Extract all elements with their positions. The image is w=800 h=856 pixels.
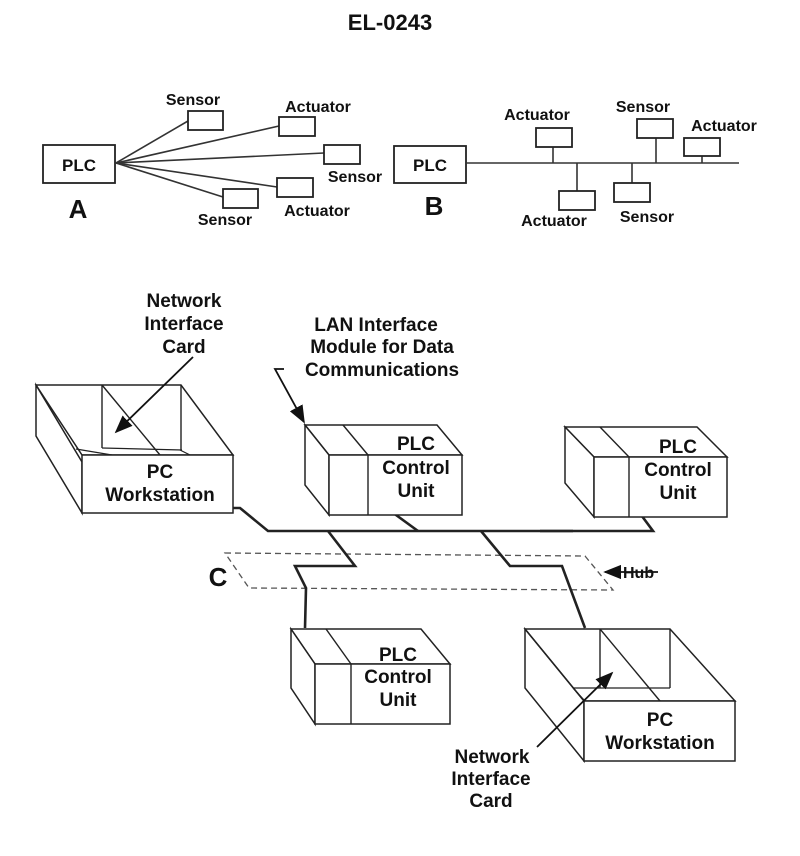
device-label-a1: Sensor bbox=[166, 92, 220, 109]
device-box-b4 bbox=[558, 190, 596, 211]
pc-workstation-top: PC Workstation bbox=[34, 382, 235, 516]
plc-box-b bbox=[393, 145, 467, 184]
device-box-b3 bbox=[683, 137, 721, 157]
device-box-a5 bbox=[222, 188, 259, 209]
device-box-b1 bbox=[535, 127, 573, 148]
diagram-c-lan: C Hub PC Workstation Network Interface C… bbox=[34, 291, 737, 812]
plc-bottom-label-2: Control bbox=[364, 667, 432, 688]
nic-label-bottom-1: Network bbox=[455, 747, 530, 768]
plc-box-a bbox=[42, 144, 116, 184]
nic-label-top-1: Network bbox=[147, 291, 222, 312]
hub-label: Hub bbox=[623, 565, 654, 582]
plc-bottom-label-1: PLC bbox=[379, 645, 417, 666]
plc-center-label-2: Control bbox=[382, 458, 450, 479]
lan-arrow bbox=[273, 368, 305, 424]
diagram-b-bus: PLC B Actuator Sensor Actuator Actuator … bbox=[393, 99, 757, 230]
device-box-a4 bbox=[276, 177, 314, 198]
wire-a3 bbox=[115, 152, 325, 164]
plc-right-label-3: Unit bbox=[660, 483, 698, 504]
device-box-b5 bbox=[613, 182, 651, 203]
nic-label-bottom-2: Interface bbox=[451, 769, 530, 790]
cable-plc-bottom bbox=[292, 530, 358, 629]
pc-bottom-label-2: Workstation bbox=[605, 733, 714, 754]
diagram-b-label: B bbox=[425, 191, 444, 221]
nic-arrow-top bbox=[114, 356, 194, 434]
lan-label-1: LAN Interface bbox=[314, 315, 438, 336]
plc-bottom-label-3: Unit bbox=[380, 690, 418, 711]
plc-right-label-2: Control bbox=[644, 460, 712, 481]
nic-arrow-bottom bbox=[536, 671, 614, 748]
plc-center-label-3: Unit bbox=[398, 481, 436, 502]
device-box-a2 bbox=[278, 116, 316, 137]
device-box-b2 bbox=[636, 118, 674, 139]
device-label-a4: Actuator bbox=[284, 203, 350, 220]
hub-outline bbox=[223, 552, 615, 591]
device-box-a3 bbox=[323, 144, 361, 165]
wire-a1 bbox=[115, 120, 189, 164]
device-label-b1: Actuator bbox=[504, 107, 570, 124]
device-label-a2: Actuator bbox=[285, 99, 351, 116]
device-label-b5: Sensor bbox=[620, 209, 674, 226]
lan-label-2: Module for Data bbox=[310, 337, 454, 358]
nic-label-top-3: Card bbox=[162, 337, 205, 358]
plc-right-label-1: PLC bbox=[659, 437, 697, 458]
pc-label-line2: Workstation bbox=[105, 485, 214, 506]
device-label-a5: Sensor bbox=[198, 212, 252, 229]
wire-a2 bbox=[115, 125, 280, 164]
diagram-a-label: A bbox=[69, 194, 88, 224]
lan-label-3: Communications bbox=[305, 360, 459, 381]
device-label-b4: Actuator bbox=[521, 213, 587, 230]
plc-control-unit-center: PLC Control Unit bbox=[303, 422, 464, 518]
plc-control-unit-right: PLC Control Unit bbox=[563, 425, 729, 520]
device-label-a3: Sensor bbox=[328, 169, 382, 186]
cable-pc-bottom bbox=[479, 530, 587, 629]
diagram-a-point-to-point: PLC A Sensor Actuator Sensor Actuator Se… bbox=[42, 92, 382, 229]
wire-a4 bbox=[115, 162, 278, 188]
plc-center-label-1: PLC bbox=[397, 434, 435, 455]
nic-label-top-2: Interface bbox=[144, 314, 223, 335]
plc-control-unit-bottom: PLC Control Unit bbox=[289, 626, 452, 727]
device-label-b3: Actuator bbox=[691, 118, 757, 135]
pc-label-line1: PC bbox=[147, 462, 174, 483]
nic-label-bottom-3: Card bbox=[469, 791, 512, 812]
plc-label-b: PLC bbox=[413, 156, 447, 175]
device-box-a1 bbox=[187, 110, 224, 131]
pc-bottom-label-1: PC bbox=[647, 710, 674, 731]
pc-workstation-bottom: PC Workstation bbox=[523, 626, 737, 764]
plc-label-a: PLC bbox=[62, 156, 96, 175]
diagram-c-label: C bbox=[209, 562, 228, 592]
device-label-b2: Sensor bbox=[616, 99, 670, 116]
figure-title: EL-0243 bbox=[348, 10, 432, 35]
wire-a5 bbox=[115, 162, 224, 198]
